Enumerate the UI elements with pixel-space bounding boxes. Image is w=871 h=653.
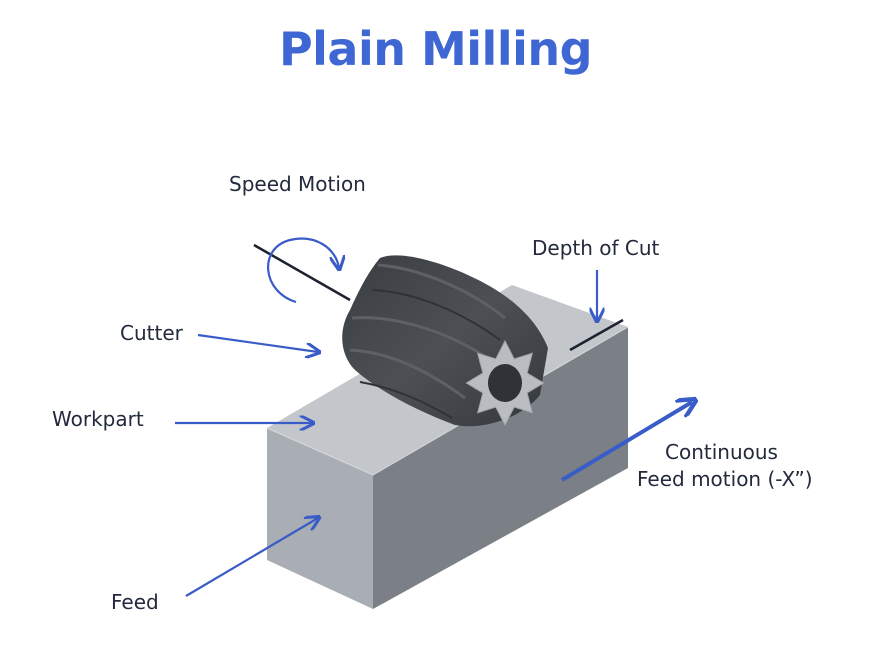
block-side-face [373,327,628,609]
cutter-pointer-arrow [197,333,318,352]
feed-pointer-arrow [185,518,318,597]
speed-motion-arrow [267,237,339,304]
label-depth-of-cut: Depth of Cut [532,236,660,260]
cutter-end-face [465,339,545,427]
cutter-tool [253,243,548,427]
label-cutter: Cutter [120,321,183,345]
label-workpart: Workpart [52,407,144,431]
label-speed-motion: Speed Motion [229,172,366,196]
label-feed-motion: Feed motion (-X”) [637,467,813,491]
page-title: Plain Milling [278,22,593,76]
continuous-feed-arrow [560,402,692,482]
depth-of-cut-line [569,318,624,352]
label-feed: Feed [111,590,159,614]
label-continuous: Continuous [665,440,778,464]
